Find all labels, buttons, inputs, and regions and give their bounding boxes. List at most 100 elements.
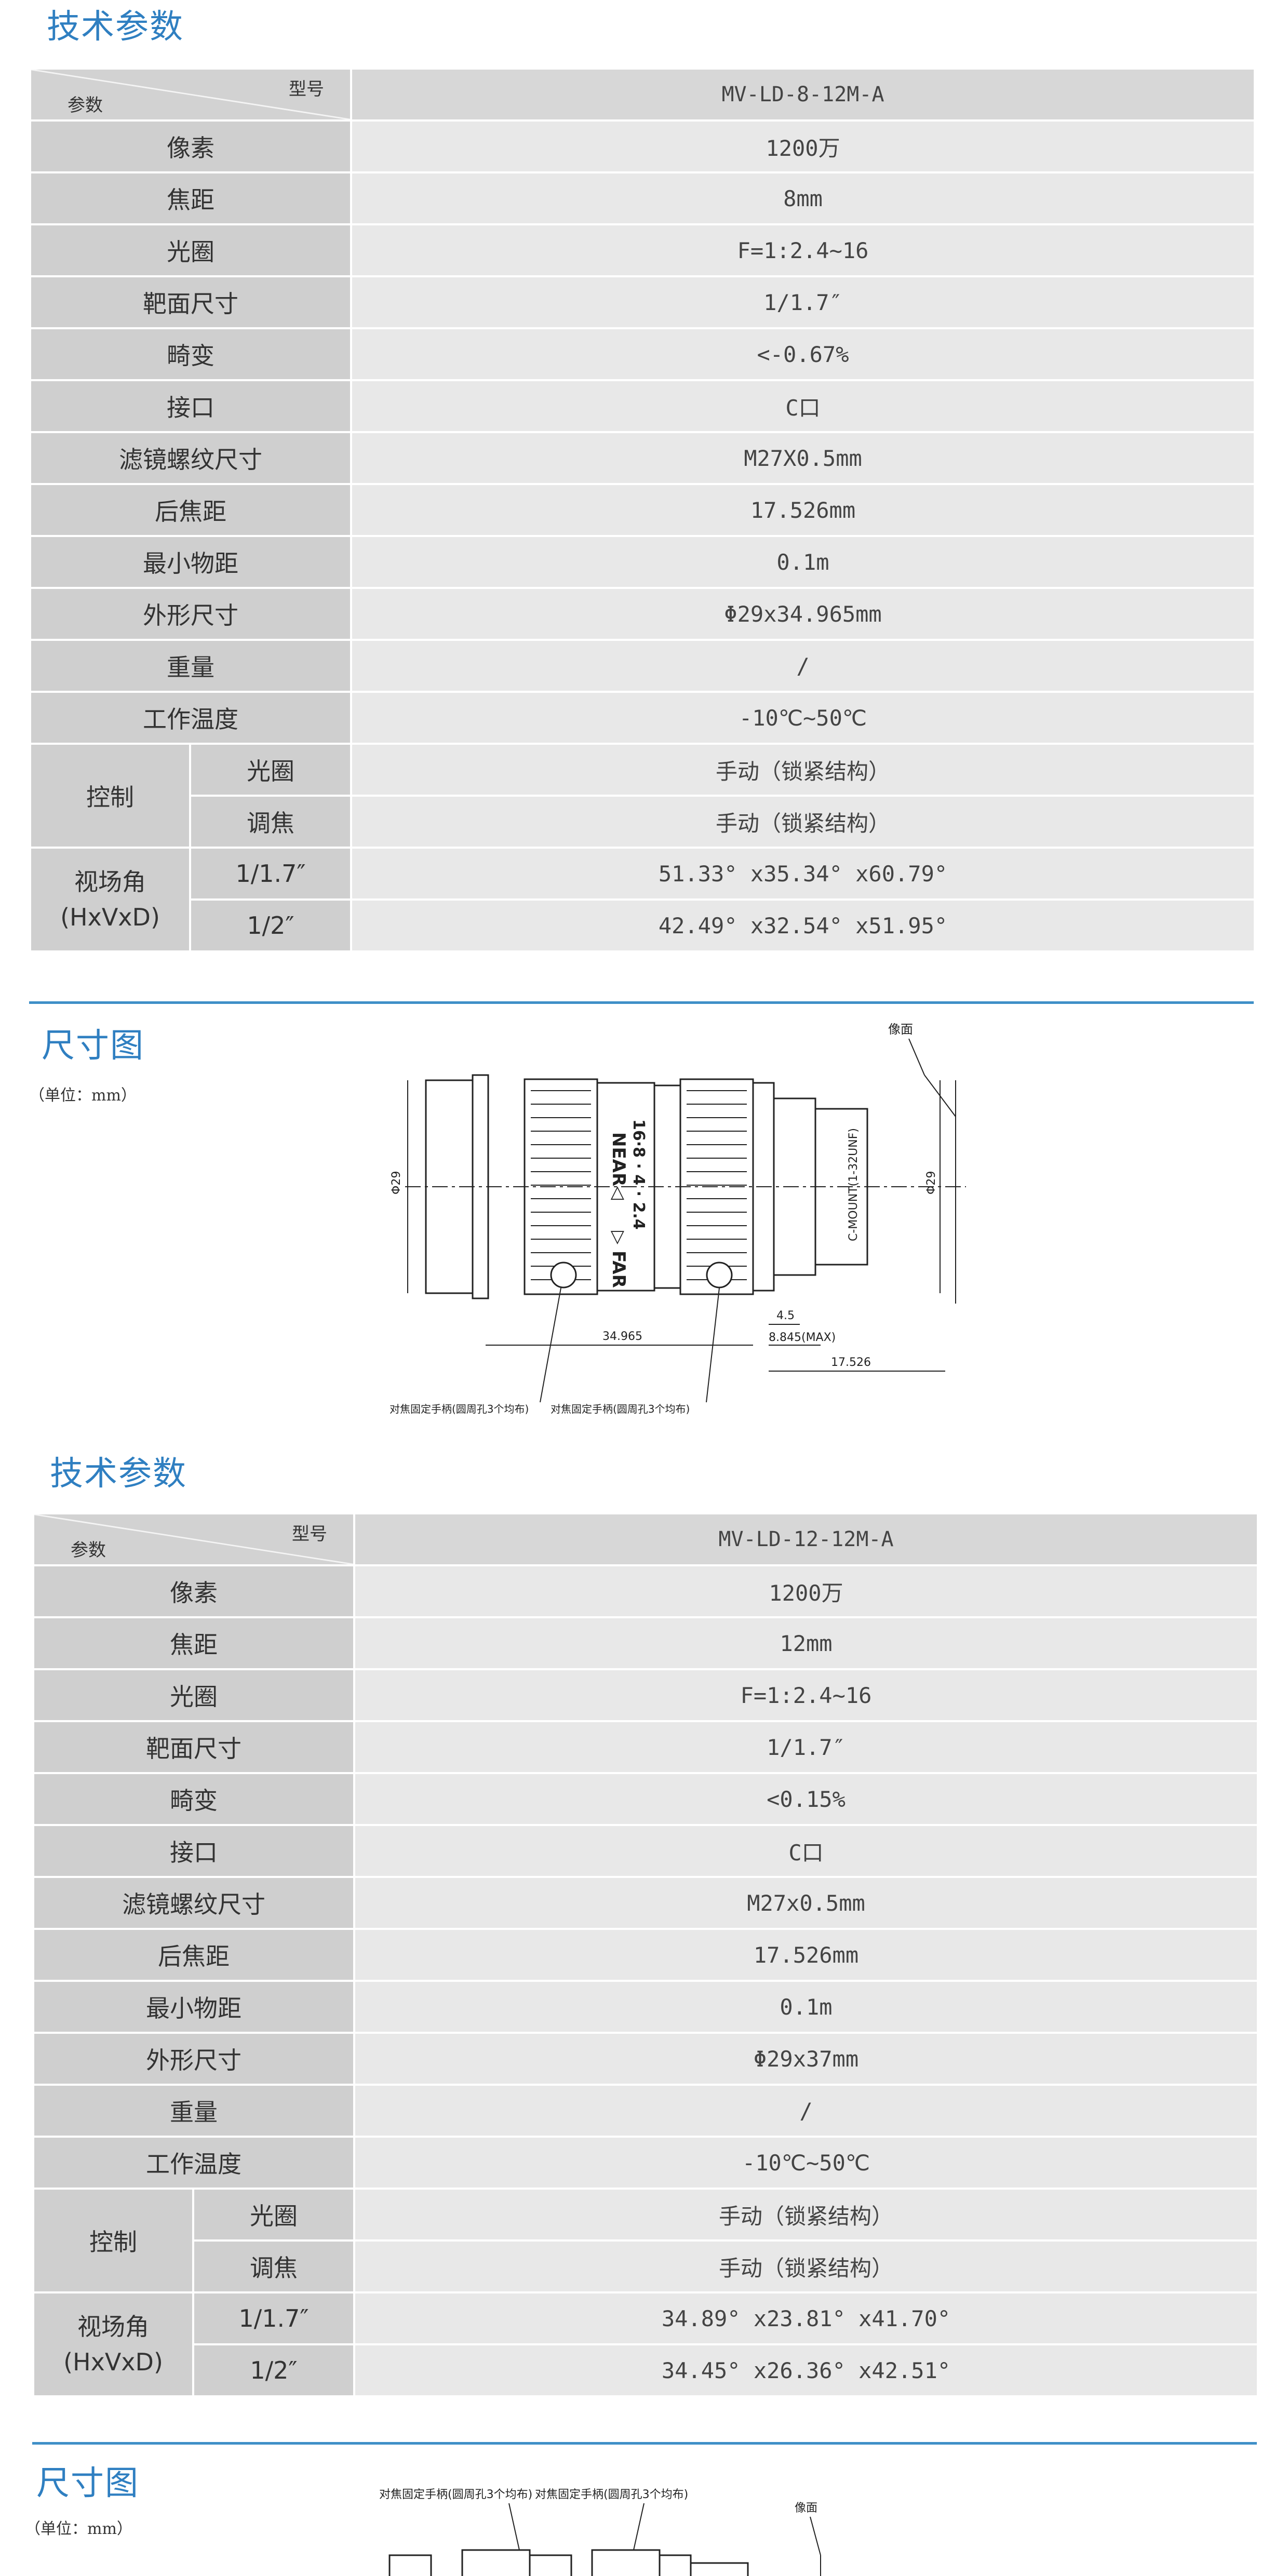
lens-drawing-1: 像面 Φ29 Φ29 C-MOUNT(1-32UNF) NEAR◁ ▷ FAR … (390, 1022, 966, 1415)
dimension-title-2: 尺寸图 (36, 2464, 139, 2503)
image-plane-label: 像面 (888, 1022, 913, 1037)
table-row: 1/2″ 34.45° x26.36° x42.51° (33, 2343, 1259, 2397)
fov-label-line1: 视场角 (77, 2313, 149, 2341)
fov-sensor2-value: 34.45° x26.36° x42.51° (353, 2343, 1259, 2397)
section-divider-1 (29, 1001, 1254, 1004)
section-divider-2 (32, 2442, 1257, 2445)
row-label: 滤镜螺纹尺寸 (29, 431, 352, 485)
row-value: -10℃~50℃ (353, 2136, 1259, 2190)
table-row: 调焦 手动（锁紧结构） (33, 2239, 1259, 2293)
row-label: 像素 (32, 1564, 355, 1618)
mount-label: C-MOUNT(1-32UNF) (847, 1128, 860, 1241)
row-label: 接口 (32, 1824, 355, 1878)
model-value: MV-LD-8-12M-A (350, 68, 1256, 122)
control-focus-label: 调焦 (189, 795, 352, 849)
fov-sensor2-label: 1/2″ (189, 898, 352, 952)
row-label: 最小物距 (29, 535, 352, 589)
row-value: M27x0.5mm (353, 1876, 1259, 1930)
row-label: 工作温度 (32, 2136, 355, 2190)
model-value: MV-LD-12-12M-A (353, 1512, 1259, 1566)
table-row: 控制 光圈 手动（锁紧结构） (32, 2188, 1259, 2293)
row-value: 12mm (353, 1616, 1259, 1670)
dim-max-label: 8.845(MAX) (769, 1331, 836, 1344)
row-value: 1200万 (353, 1564, 1259, 1618)
table-row: 调焦 手动（锁紧结构） (30, 795, 1256, 849)
diameter-left-label: Φ29 (390, 1171, 403, 1195)
row-value: 1/1.7″ (350, 275, 1256, 329)
row-label: 焦距 (32, 1616, 355, 1670)
model-header-label: 型号 (289, 79, 324, 100)
param-header-label: 参数 (71, 1540, 106, 1561)
row-value: Φ29x37mm (353, 2032, 1259, 2086)
dimension-unit-1: （单位：mm） (29, 1086, 137, 1105)
row-value: 17.526mm (350, 483, 1256, 537)
control-focus-value: 手动（锁紧结构） (353, 2239, 1259, 2293)
header-diagonal-cell: 型号 参数 (32, 1512, 355, 1566)
fov-label: 视场角 (HxVxD) (32, 2291, 194, 2397)
screw-note-1: 对焦固定手柄(圆周孔3个均布) (379, 2488, 532, 2501)
table-row: 工作温度-10℃~50℃ (32, 2136, 1259, 2190)
fov-label-line2: (HxVxD) (63, 2348, 163, 2376)
row-value: F=1:2.4~16 (353, 1668, 1259, 1722)
row-label: 像素 (29, 119, 352, 173)
row-value: / (350, 639, 1256, 693)
row-label: 光圈 (32, 1668, 355, 1722)
header-diagonal-cell: 型号 参数 (29, 68, 352, 122)
fov-sensor1-label: 1/1.7″ (192, 2291, 355, 2345)
fov-sensor2-value: 42.49° x32.54° x51.95° (350, 898, 1256, 952)
row-value: <0.15% (353, 1772, 1259, 1826)
table-row: 视场角 (HxVxD) 1/1.7″ 51.33° x35.34° x60.79… (29, 847, 1256, 952)
row-value: 0.1m (350, 535, 1256, 589)
param-header-label: 参数 (68, 95, 103, 116)
dimension-title-1: 尺寸图 (42, 1027, 144, 1065)
row-value: Φ29x34.965mm (350, 587, 1256, 641)
table-row: 控制 光圈 手动（锁紧结构） (29, 743, 1256, 849)
row-label: 后焦距 (32, 1928, 355, 1982)
row-label: 滤镜螺纹尺寸 (32, 1876, 355, 1930)
control-label: 控制 (32, 2188, 194, 2293)
length-dim-label: 34.965 (602, 1330, 642, 1343)
fov-sensor1-label: 1/1.7″ (189, 847, 352, 901)
row-value: 8mm (350, 171, 1256, 225)
near-label: NEAR◁ (608, 1132, 629, 1200)
row-label: 焦距 (29, 171, 352, 225)
row-label: 最小物距 (32, 1980, 355, 2034)
row-value: C口 (350, 379, 1256, 433)
row-value: C口 (353, 1824, 1259, 1878)
row-label: 靶面尺寸 (32, 1720, 355, 1774)
control-label: 控制 (29, 743, 191, 849)
dimension-unit-2: （单位：mm） (25, 2520, 132, 2538)
screw-note-1: 对焦固定手柄(圆周孔3个均布) (390, 1403, 529, 1415)
dim-45-label: 4.5 (776, 1309, 795, 1322)
row-label: 后焦距 (29, 483, 352, 537)
row-label: 外形尺寸 (29, 587, 352, 641)
fov-label: 视场角 (HxVxD) (29, 847, 191, 952)
row-label: 工作温度 (29, 691, 352, 745)
screw-note-2: 对焦固定手柄(圆周孔3个均布) (535, 2488, 688, 2501)
fov-sensor1-value: 34.89° x23.81° x41.70° (353, 2291, 1259, 2345)
focus-scale-label: 16·8 · 4 · 2.4 (629, 1119, 648, 1230)
row-label: 光圈 (29, 223, 352, 277)
row-label: 外形尺寸 (32, 2032, 355, 2086)
row-label: 重量 (29, 639, 352, 693)
table-row: 畸变<0.15% (32, 1772, 1259, 1826)
row-label: 畸变 (32, 1772, 355, 1826)
table-row: 视场角 (HxVxD) 1/1.7″ 34.89° x23.81° x41.70… (32, 2291, 1259, 2397)
row-value: M27X0.5mm (350, 431, 1256, 485)
spec-title-1: 技术参数 (47, 8, 184, 46)
table-header-row: 型号 参数 MV-LD-12-12M-A (32, 1512, 1259, 1566)
row-value: / (353, 2084, 1259, 2138)
control-iris-label: 光圈 (189, 743, 352, 797)
